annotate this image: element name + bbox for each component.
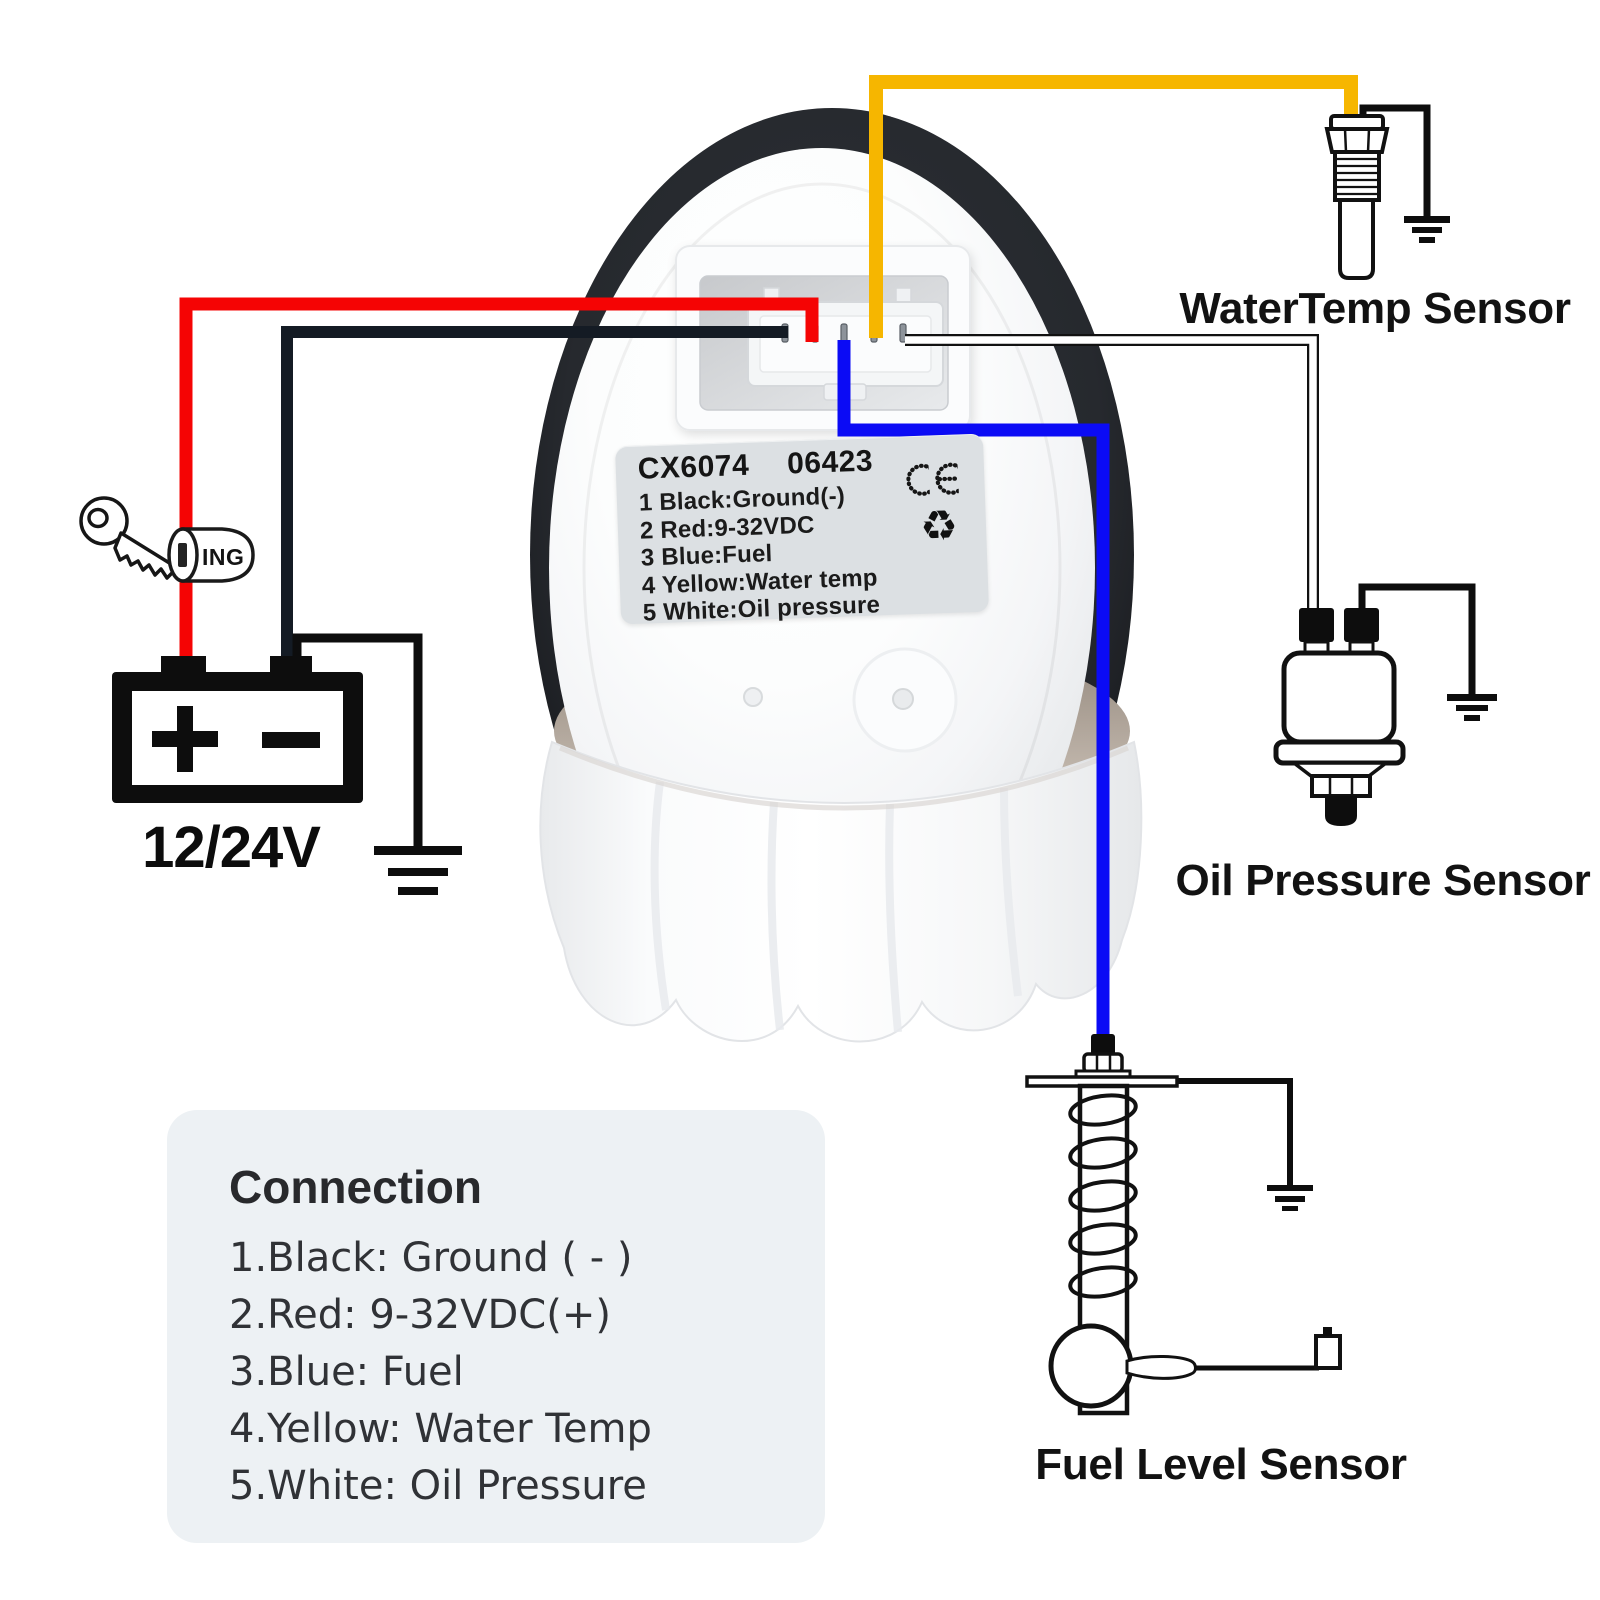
oil-terminal-right [1344, 608, 1379, 642]
plate-certifications: ♻ [906, 458, 971, 551]
legend-item-black: 1.Black: Ground ( - ) [229, 1235, 633, 1281]
battery-terminal-positive [161, 656, 206, 674]
pin-3 [840, 323, 848, 343]
black-ground-wire [281, 326, 788, 660]
fuel-coil [1068, 1093, 1138, 1299]
gauge-model: CX6074 [637, 448, 750, 486]
legend-item-yellow: 4.Yellow: Water Temp [229, 1406, 652, 1452]
battery-icon [112, 633, 462, 895]
fuel-terminal [1091, 1034, 1115, 1058]
battery-ground-wire [292, 633, 423, 850]
fuel-resistor [1314, 1334, 1342, 1370]
cup-flutes [650, 781, 1022, 1033]
ignition-key-icon [79, 496, 176, 580]
ground-icon [1267, 1185, 1313, 1211]
recycle-icon: ♻ [919, 500, 959, 551]
keyhole-slot [178, 543, 187, 567]
blue-fuel-wire [837, 340, 1110, 1040]
ground-icon [1404, 216, 1450, 243]
oil-pressure-sensor-icon [1273, 583, 1497, 826]
connection-legend: Connection 1.Black: Ground ( - ) 2.Red: … [167, 1110, 825, 1543]
fuel-float-arm [1125, 1354, 1197, 1380]
oil-ground-wire [1358, 583, 1476, 695]
ground-icon [1447, 694, 1497, 721]
watertemp-sensor-icon [1324, 104, 1450, 280]
fuel-ground-wire [1177, 1078, 1293, 1186]
gauge-label-plate: CX6074 06423 1 Black:Ground(-) 2 Red:9-3… [615, 433, 989, 627]
fuel-float [1048, 1323, 1134, 1409]
plus-icon [152, 706, 218, 772]
mount-nut-cup [539, 740, 1143, 1043]
watertemp-sensor-label: WaterTemp Sensor [1179, 284, 1571, 333]
white-oilpressure-wire [905, 334, 1319, 614]
gauge-connector [675, 245, 971, 431]
ce-mark-icon [906, 462, 970, 496]
ignition-switch-icon [167, 527, 255, 583]
fuel-level-sensor-label: Fuel Level Sensor [1035, 1440, 1407, 1489]
minus-icon [262, 732, 320, 748]
red-power-wire [179, 297, 819, 660]
gauge-adjust-button-dot [892, 688, 914, 710]
legend-item-white: 5.White: Oil Pressure [229, 1463, 647, 1509]
legend-item-blue: 3.Blue: Fuel [229, 1349, 464, 1395]
oil-terminal-left [1299, 608, 1334, 642]
gauge-small-hole [743, 687, 763, 707]
legend-item-red: 2.Red: 9-32VDC(+) [229, 1292, 611, 1338]
cup-rim-shadow [559, 745, 1129, 811]
ignition-label: ING [202, 544, 245, 570]
pin-5 [899, 323, 907, 343]
ground-icon [374, 846, 462, 895]
battery-voltage-label: 12/24V [142, 815, 321, 880]
oil-sensor-body [1281, 650, 1397, 745]
battery-terminal-negative [270, 656, 312, 674]
wires [179, 75, 1358, 1040]
gauge-serial: 06423 [786, 444, 874, 481]
oil-pressure-sensor-label: Oil Pressure Sensor [1175, 856, 1591, 905]
fuel-level-sensor-icon [1025, 1034, 1342, 1416]
legend-title: Connection [229, 1161, 482, 1213]
yellow-watertemp-wire [869, 75, 1358, 338]
